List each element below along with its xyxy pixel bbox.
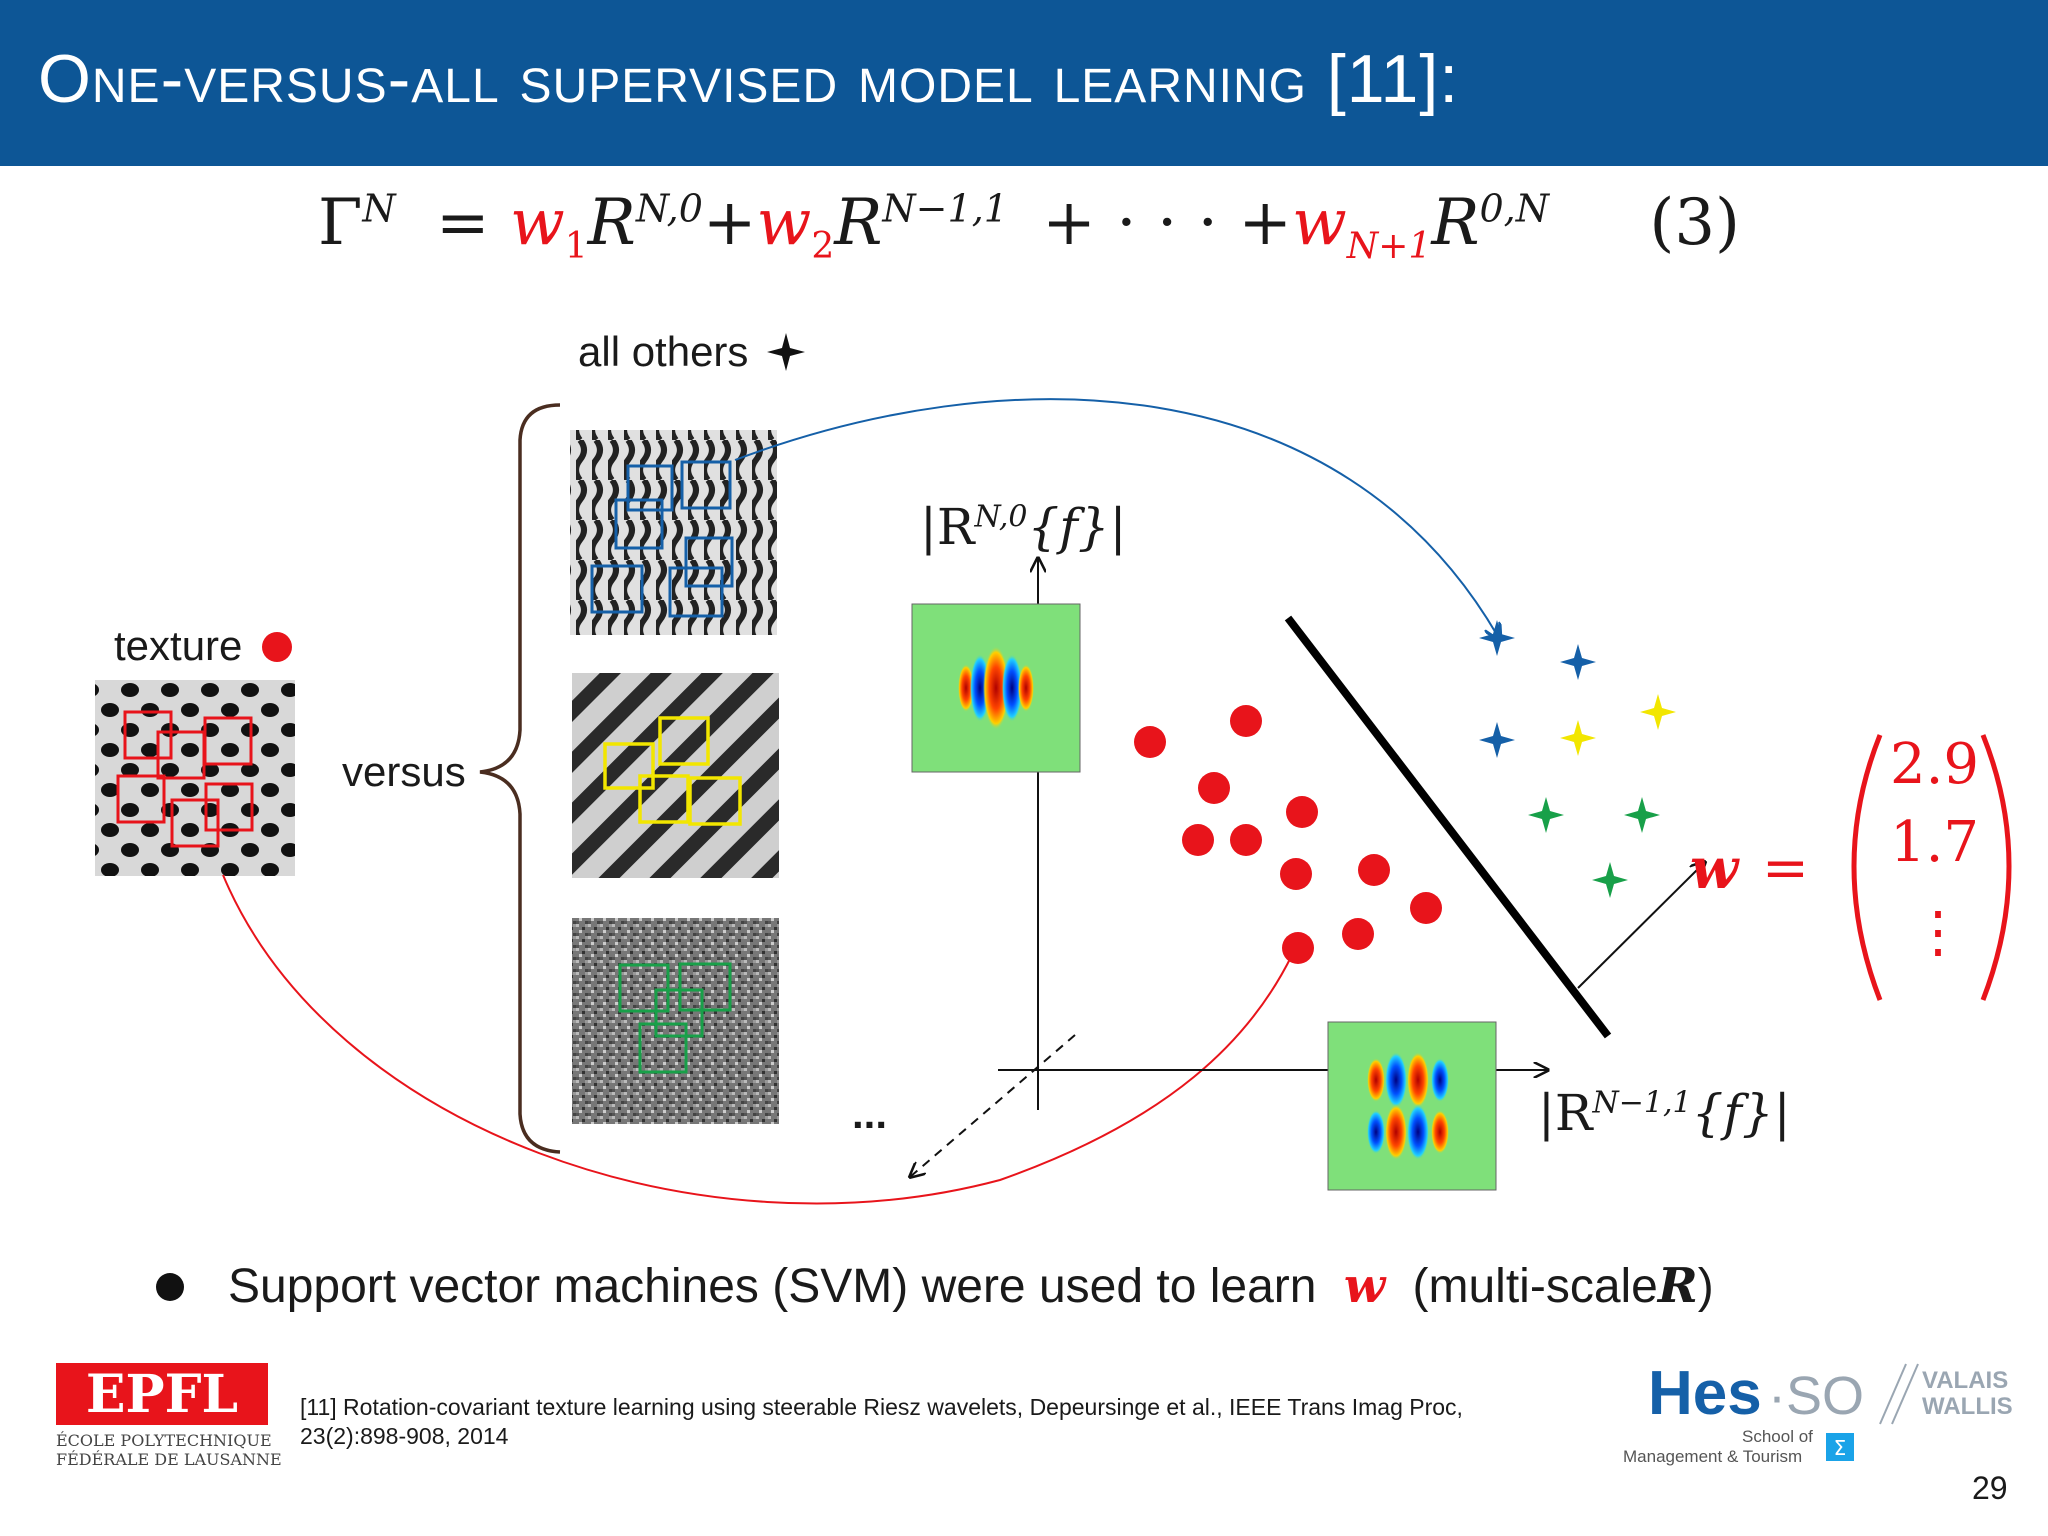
curly-brace xyxy=(479,403,561,1154)
four-point-star-icon xyxy=(1528,797,1564,833)
noise-texture-image xyxy=(572,918,779,1124)
versus-label: versus xyxy=(342,748,466,795)
title-bar: One-versus-all supervised model learning… xyxy=(0,0,2048,166)
r2-superscript: N−1,1 xyxy=(882,186,1008,231)
equation-dots: + · · · + xyxy=(1042,186,1292,260)
texture-query-image xyxy=(95,680,295,876)
bullet-r-symbol: R xyxy=(1657,1258,1698,1314)
svg-text:EPFL: EPFL xyxy=(86,1364,238,1425)
weight-value-2: 1.7 xyxy=(1890,810,1980,875)
ellipsis-label: ... xyxy=(852,1090,888,1137)
blue-mapping-curve xyxy=(734,398,1500,640)
red-point xyxy=(1280,858,1312,890)
texture-label: texture xyxy=(114,622,243,669)
green-star-points xyxy=(1528,797,1660,898)
wave-texture-image xyxy=(570,430,777,635)
bullet-w-symbol: w xyxy=(1343,1258,1386,1314)
svm-hyperplane xyxy=(1284,615,1612,1039)
svg-text:School of: School of xyxy=(1742,1427,1813,1446)
plus-sign-1: + xyxy=(702,186,757,260)
red-point xyxy=(1358,854,1390,886)
four-point-star-icon xyxy=(1560,720,1596,756)
red-dot-icon xyxy=(262,632,292,662)
svg-text:WALLIS: WALLIS xyxy=(1922,1393,2013,1420)
red-point xyxy=(1410,892,1442,924)
four-point-star-icon xyxy=(1479,620,1515,656)
svg-text:·SO: ·SO xyxy=(1768,1366,1864,1426)
r3-superscript: 0,N xyxy=(1479,186,1550,231)
equation-equals: = xyxy=(436,186,490,260)
riesz-r2: R xyxy=(834,186,883,260)
equation-3: ΓN = w1RN,0+w2RN−1,1 + · · · +wN+1R0,N (… xyxy=(318,186,1740,267)
weight-vector-arrow xyxy=(1577,862,1705,989)
four-point-star-icon xyxy=(1592,862,1628,898)
riesz-template-n11 xyxy=(1327,1021,1497,1191)
svg-text:VALAIS: VALAIS xyxy=(1922,1367,2008,1394)
svg-text:Σ: Σ xyxy=(1834,1436,1847,1460)
epfl-logo: EPFL ÉCOLE POLYTECHNIQUE FÉDÉRALE DE LAU… xyxy=(56,1363,282,1469)
gamma-symbol: Γ xyxy=(318,186,363,260)
equation-number: (3) xyxy=(1649,186,1741,260)
hes-so-logo: Hes ·SO VALAIS WALLIS School of Manageme… xyxy=(1623,1359,2013,1466)
svg-text:FÉDÉRALE DE LAUSANNE: FÉDÉRALE DE LAUSANNE xyxy=(56,1449,282,1469)
all-others-label: all others xyxy=(578,328,749,375)
vector-right-paren xyxy=(1980,734,2012,1001)
riesz-r1: R xyxy=(587,186,636,260)
svg-text:ÉCOLE POLYTECHNIQUE: ÉCOLE POLYTECHNIQUE xyxy=(56,1430,272,1450)
diagonal-texture-image xyxy=(572,673,779,878)
page-number: 29 xyxy=(1972,1470,2008,1506)
four-point-star-icon xyxy=(767,333,805,371)
weight-w1: w1 xyxy=(509,186,588,267)
blue-star-points xyxy=(1479,620,1596,758)
bullet-text: Support vector machines (SVM) were used … xyxy=(228,1258,1714,1314)
x-axis-label: |RN−1,1{f}| xyxy=(1538,1084,1791,1142)
red-point xyxy=(1134,726,1166,758)
weight-value-1: 2.9 xyxy=(1890,732,1980,797)
riesz-template-n0 xyxy=(911,603,1081,773)
weight-vector-symbol: w xyxy=(1690,836,1739,902)
bullet-icon xyxy=(156,1273,184,1301)
red-point xyxy=(1198,772,1230,804)
four-point-star-icon xyxy=(1624,797,1660,833)
slide-title: One-versus-all supervised model learning… xyxy=(38,41,1460,117)
y-axis-label: |RN,0{f}| xyxy=(920,498,1127,556)
red-point xyxy=(1282,932,1314,964)
red-point xyxy=(1286,796,1318,828)
four-point-star-icon xyxy=(1479,722,1515,758)
z-axis-dashed xyxy=(910,1034,1076,1177)
red-point xyxy=(1342,918,1374,950)
reference-citation: [11] Rotation-covariant texture learning… xyxy=(300,1394,1463,1449)
svg-text:Management & Tourism: Management & Tourism xyxy=(1623,1447,1802,1466)
yellow-star-points xyxy=(1560,694,1676,756)
weight-wN1: wN+1 xyxy=(1291,186,1432,267)
weight-value-dots: ⋮ xyxy=(1910,900,1966,965)
weight-vector-equals: = xyxy=(1762,836,1809,901)
red-mapping-curve xyxy=(222,874,1293,1205)
red-class-points xyxy=(262,632,1442,964)
svg-text:Hes: Hes xyxy=(1648,1359,1762,1428)
red-point xyxy=(1230,705,1262,737)
gamma-superscript: N xyxy=(362,186,396,231)
vector-left-paren xyxy=(1851,734,1883,1001)
red-point xyxy=(1230,824,1262,856)
four-point-star-icon xyxy=(1640,694,1676,730)
r1-superscript: N,0 xyxy=(635,186,703,231)
weight-w2: w2 xyxy=(756,186,835,267)
other-class-points xyxy=(767,333,1676,898)
red-point xyxy=(1182,824,1214,856)
four-point-star-icon xyxy=(1560,644,1596,680)
riesz-r3: R xyxy=(1431,186,1480,260)
